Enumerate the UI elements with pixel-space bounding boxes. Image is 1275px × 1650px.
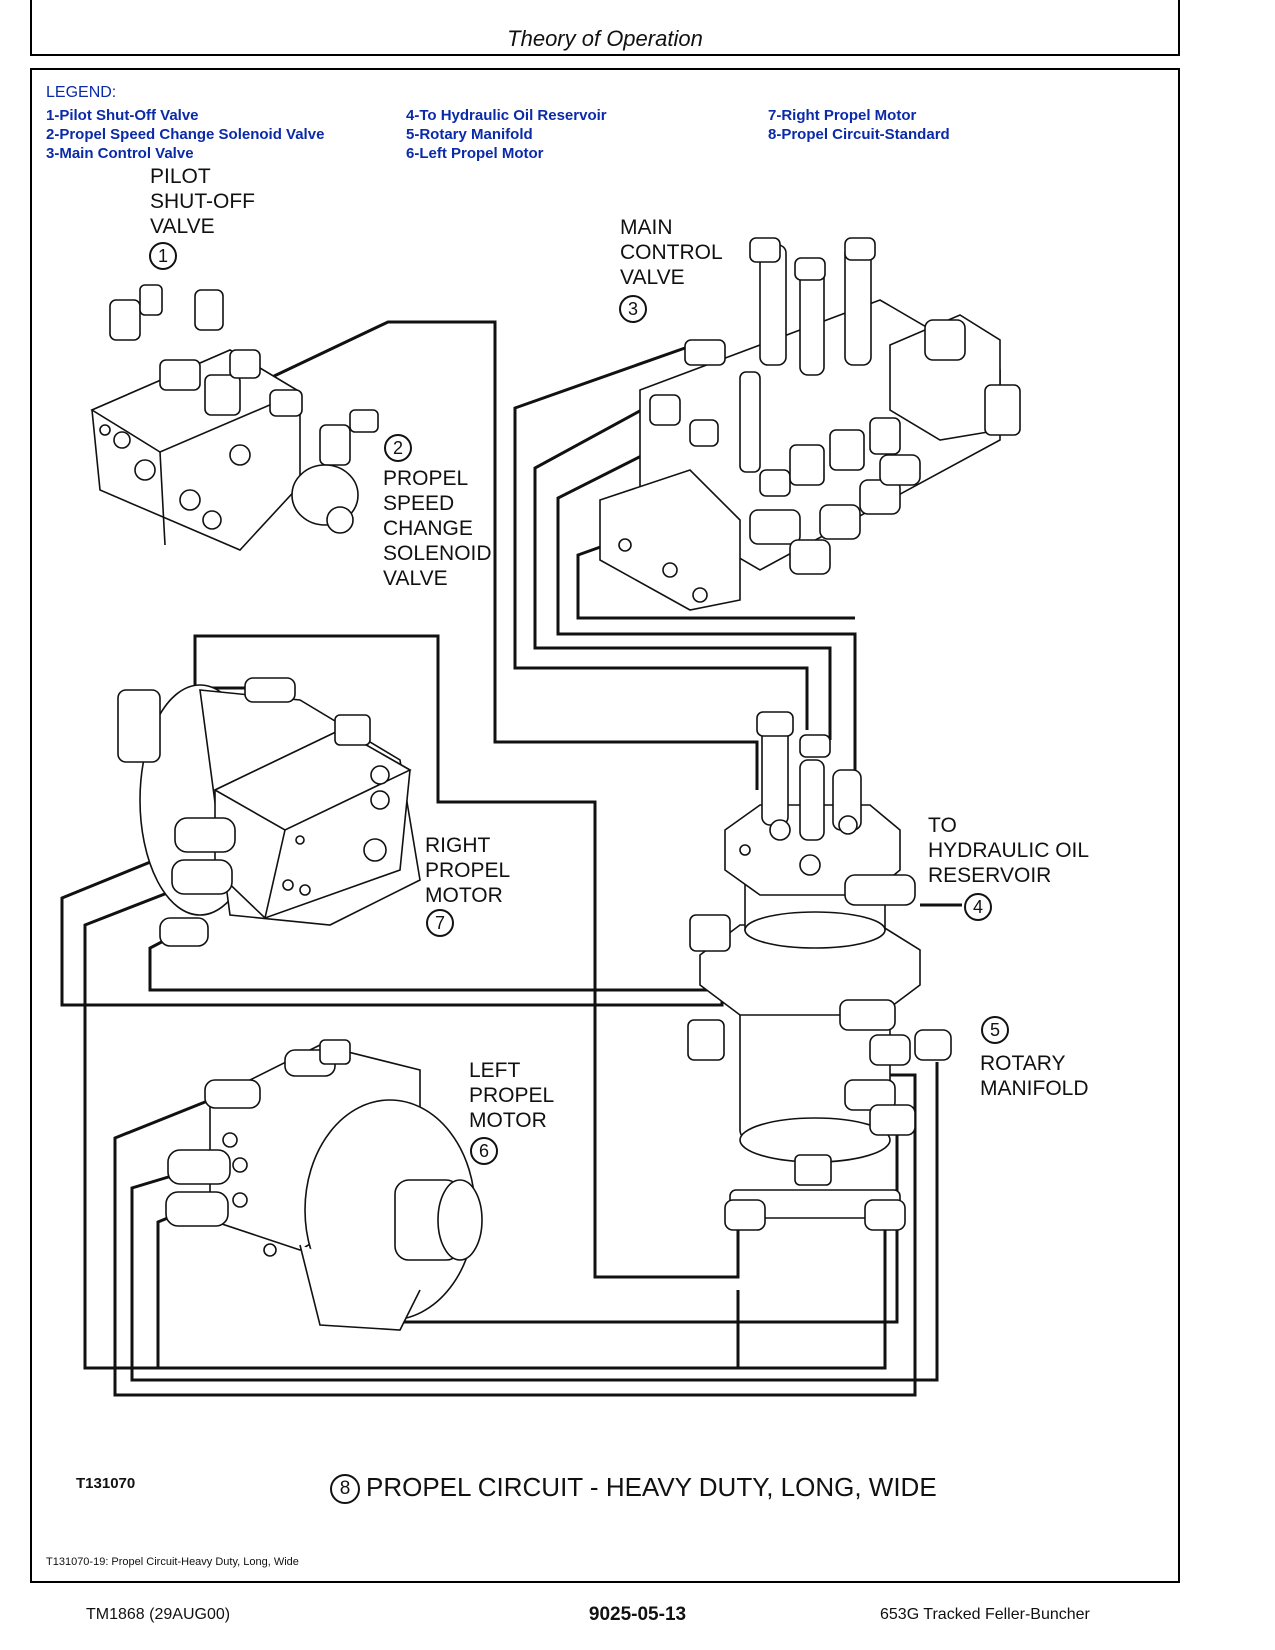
caption-text: PROPEL CIRCUIT - HEAVY DUTY, LONG, WIDE [366, 1472, 937, 1502]
legend-item: 7-Right Propel Motor [768, 107, 917, 124]
callout-rotary-manifold: 5 ROTARY MANIFOLD [980, 1016, 1089, 1100]
callout-label-line: CHANGE [383, 517, 473, 540]
figure-id: T131070 [76, 1475, 136, 1492]
hydraulic-line [83, 888, 740, 1370]
callout-label-line: ROTARY [980, 1052, 1066, 1075]
legend-item: 8-Propel Circuit-Standard [768, 126, 950, 143]
hydraulic-line [130, 1062, 939, 1382]
callout-label-line: RESERVOIR [928, 864, 1051, 887]
legend: LEGEND: 1-Pilot Shut-Off Valve 2-Propel … [46, 84, 950, 162]
caption-number: 8 [330, 1474, 360, 1504]
hydraulic-line [513, 346, 809, 730]
hydraulic-line [113, 1073, 917, 1397]
callout-solenoid-valve: 2 PROPEL SPEED CHANGE SOLENOID VALVE [383, 434, 492, 590]
callout-main-control-valve: MAIN CONTROL VALVE 3 [619, 216, 723, 323]
figure-frame [30, 68, 1180, 1583]
legend-item: 2-Propel Speed Change Solenoid Valve [46, 126, 325, 143]
callout-label-line: MAIN [620, 216, 673, 239]
callout-label-line: PILOT [150, 165, 211, 188]
callout-label-line: LEFT [469, 1059, 521, 1082]
footer-machine-name: 653G Tracked Feller-Buncher [880, 1606, 1090, 1623]
hydraulic-diagram: PILOT SHUT-OFF VALVE 1 2 PROPEL SPEED CH… [60, 165, 1089, 1397]
callout-number-circle [619, 295, 647, 323]
hydraulic-line [556, 426, 857, 820]
callout-label-line: VALVE [150, 215, 215, 238]
legend-item: 1-Pilot Shut-Off Valve [46, 107, 199, 124]
callout-label-line: TO [928, 814, 957, 837]
right-propel-motor-drawing [117, 677, 421, 947]
legend-column-3: 7-Right Propel Motor 8-Propel Circuit-St… [768, 106, 950, 144]
callout-left-propel-motor: LEFT PROPEL MOTOR 6 [469, 1059, 554, 1165]
callout-pilot-valve: PILOT SHUT-OFF VALVE 1 [149, 165, 255, 270]
callout-number: 6 [479, 1141, 489, 1161]
callout-label-line: HYDRAULIC OIL [928, 839, 1089, 862]
pilot-shutoff-valve-drawing [90, 284, 379, 551]
callout-number: 7 [435, 913, 445, 933]
footer-page-number: 9025-05-13 [588, 1604, 687, 1625]
callout-number-circle [470, 1137, 498, 1165]
hydraulic-line [156, 1213, 887, 1370]
callout-number: 2 [393, 438, 403, 458]
hydraulic-line [148, 933, 712, 992]
main-control-valve-drawing [599, 237, 1021, 611]
legend-item: 4-To Hydraulic Oil Reservoir [406, 107, 607, 124]
callout-label-line: SOLENOID [383, 542, 492, 565]
legend-item: 3-Main Control Valve [46, 145, 194, 162]
callout-number: 4 [973, 897, 983, 917]
left-propel-motor-drawing [165, 1039, 483, 1331]
legend-column-1: 1-Pilot Shut-Off Valve 2-Propel Speed Ch… [46, 106, 324, 163]
callout-number-circle [149, 242, 177, 270]
callout-label-line: SHUT-OFF [150, 190, 255, 213]
callout-right-propel-motor: RIGHT PROPEL MOTOR 7 [425, 834, 510, 937]
callout-number-circle [384, 434, 412, 462]
callout-label-line: MOTOR [469, 1109, 547, 1132]
legend-item: 5-Rotary Manifold [406, 126, 533, 143]
callout-label-line: CONTROL [620, 241, 723, 264]
callout-label-line: PROPEL [469, 1084, 554, 1107]
header-box: Theory of Operation [30, 0, 1180, 56]
hydraulic-line [576, 538, 855, 620]
callout-label-line: PROPEL [425, 859, 510, 882]
callout-reservoir: TO HYDRAULIC OIL RESERVOIR 4 [928, 814, 1089, 921]
callout-label-line: RIGHT [425, 834, 491, 857]
page-header-title: Theory of Operation [507, 26, 703, 51]
footer-manual-id: TM1868 (29AUG00) [86, 1606, 231, 1623]
figure-note: T131070-19: Propel Circuit-Heavy Duty, L… [46, 1556, 299, 1568]
legend-column-2: 4-To Hydraulic Oil Reservoir 5-Rotary Ma… [406, 106, 607, 163]
callout-number: 1 [158, 246, 168, 266]
hydraulic-line [269, 320, 759, 790]
callout-label-line: VALVE [383, 567, 448, 590]
callout-label-line: PROPEL [383, 467, 468, 490]
callout-label-line: MOTOR [425, 884, 503, 907]
callout-label-line: VALVE [620, 266, 685, 289]
callout-number-circle [426, 909, 454, 937]
callout-label-line: MANIFOLD [980, 1077, 1089, 1100]
callout-number: 5 [990, 1020, 1000, 1040]
callout-number: 3 [628, 299, 638, 319]
callout-number-circle [964, 893, 992, 921]
hydraulic-line [193, 634, 740, 1279]
callout-label-line: SPEED [383, 492, 454, 515]
legend-item: 6-Left Propel Motor [406, 145, 544, 162]
rotary-manifold-drawing [687, 711, 952, 1231]
callout-number-circle [981, 1016, 1009, 1044]
hydraulic-line [533, 398, 832, 740]
legend-title: LEGEND: [46, 84, 117, 101]
